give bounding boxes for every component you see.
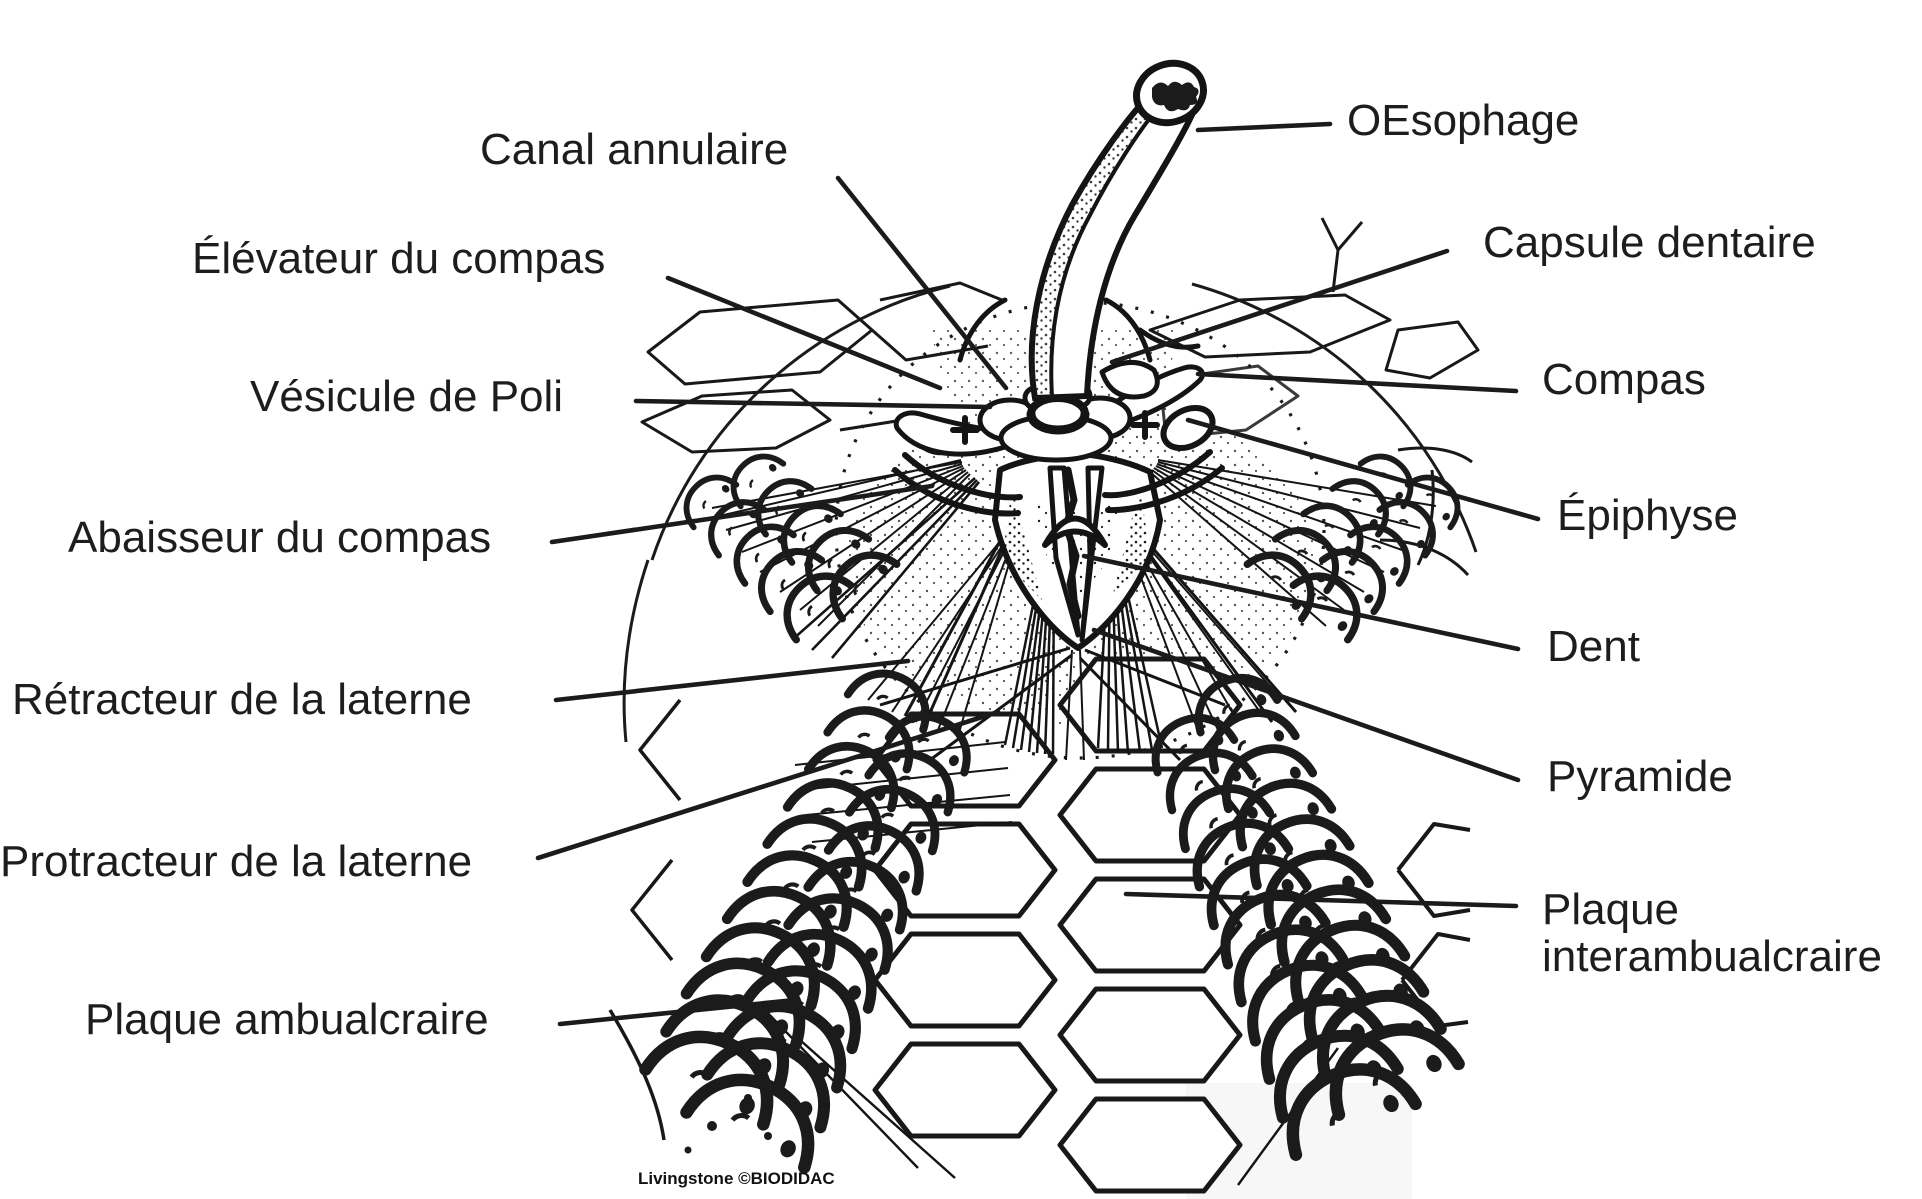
lantern (892, 297, 1225, 651)
test-plates (608, 217, 1480, 1194)
leader-protracteur-de-la-laterne (535, 709, 1001, 861)
leader-vesicule-de-poli (633, 398, 993, 410)
leader-plaque-ambualcraire (557, 997, 798, 1027)
leader-compas (1195, 371, 1519, 394)
credit-text: Livingstone ©BIODIDAC (638, 1169, 835, 1188)
specks (684, 1094, 772, 1154)
peristome-dashed-circle (834, 300, 1326, 760)
leader-canal-annulaire (835, 175, 1009, 391)
leader-epiphyse (1185, 417, 1541, 522)
leader-retracteur-de-la-laterne (553, 658, 911, 703)
leader-oesophage (1195, 121, 1333, 133)
esophagus (1028, 59, 1207, 402)
leader-dent (1081, 553, 1521, 652)
leader-plaque-interambualcraire (1123, 891, 1519, 909)
leader-capsule-dentaire (1109, 248, 1450, 365)
leader-pyramide (1091, 627, 1521, 783)
leader-abaisseur-du-compas (549, 483, 935, 545)
leader-elevateur-du-compas (665, 275, 943, 391)
